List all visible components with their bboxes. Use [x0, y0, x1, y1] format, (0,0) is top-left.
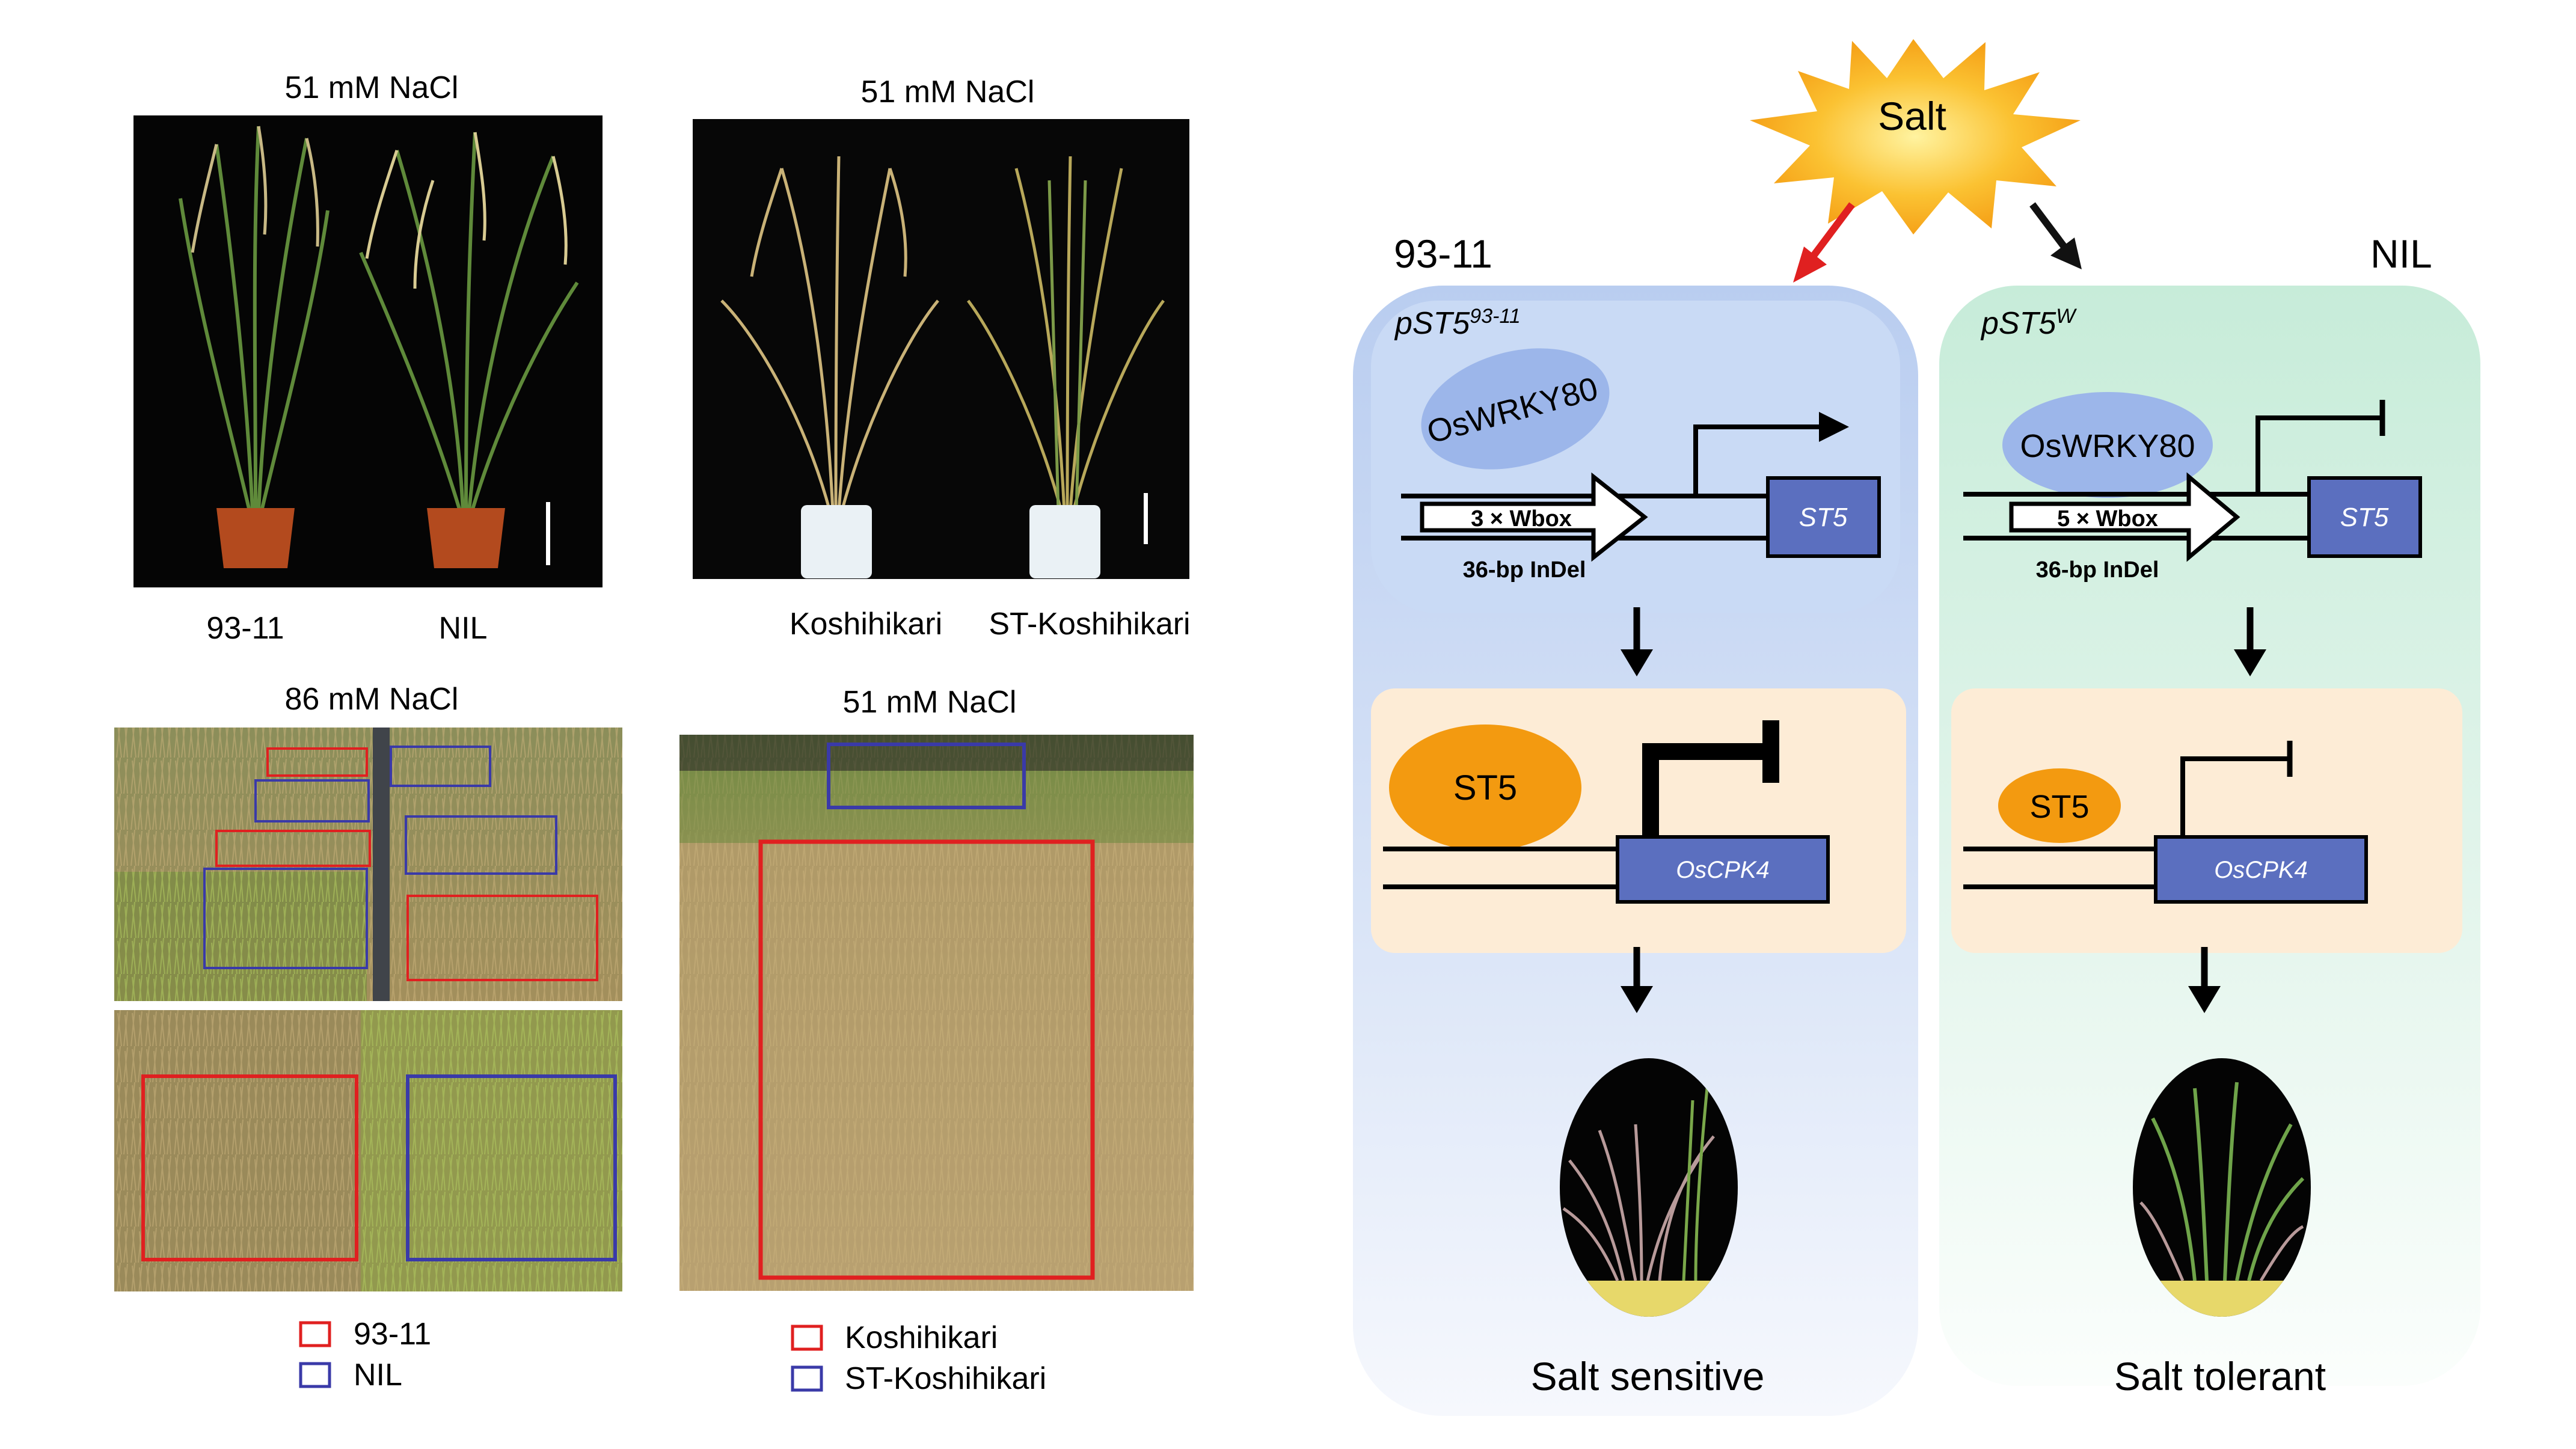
down-arrow-right-1 [2234, 607, 2266, 676]
legend-swatch-93-11 [299, 1321, 331, 1347]
panel-top-left-title: 51 mM NaCl [285, 70, 459, 105]
weak-repression-promoter-right [2256, 400, 2385, 494]
scale-bar [546, 502, 550, 565]
repressor-label-right: ST5 [2029, 789, 2089, 825]
legend-label-koshihikari: Koshihikari [845, 1320, 998, 1355]
indel-label-right: 36-bp InDel [2036, 557, 2159, 583]
promoter-name-left: pST593-11 [1394, 305, 1521, 341]
tf-label-right: OsWRKY80 [2020, 428, 2195, 464]
pot-93-11 [216, 508, 295, 568]
repressor-label-left: ST5 [1453, 768, 1517, 807]
weak-repression-right [2180, 741, 2293, 837]
tf-oswrky80-left [1421, 348, 1610, 470]
label-st-koshihikari: ST-Koshihikari [989, 607, 1190, 642]
outcome-label-left: Salt sensitive [1531, 1354, 1765, 1398]
outcome-label-right: Salt tolerant [2114, 1354, 2326, 1398]
down-arrow-right-2 [2188, 947, 2221, 1013]
salt-arrow-left [1793, 202, 1855, 283]
tf-oswrky80-right [2002, 392, 2213, 498]
legend-label-st-koshihikari: ST-Koshihikari [845, 1361, 1046, 1396]
legend-swatch-st-koshihikari [791, 1365, 823, 1392]
strong-repression-left [1642, 720, 1779, 837]
panel-top-right-title: 51 mM NaCl [861, 75, 1035, 109]
gene-box-st5-right [2307, 476, 2422, 558]
target-gene-label-left: OsCPK4 [1676, 857, 1770, 883]
wbox-label-right: 5 × Wbox [2057, 506, 2158, 532]
legend-label-nil: NIL [354, 1358, 402, 1392]
legend-right: Koshihikari ST-Koshihikari [791, 1320, 1046, 1396]
target-gene-box-left [1616, 835, 1830, 904]
wbox-arrow-right [2009, 472, 2240, 562]
pot-st-koshihikari [1029, 505, 1100, 578]
genotype-label-left: 93-11 [1394, 231, 1492, 276]
repressor-st5-left [1389, 724, 1581, 851]
genotype-label-right: NIL [2370, 231, 2432, 276]
label-nil: NIL [439, 611, 488, 646]
salt-star-icon [1750, 39, 2081, 234]
down-arrow-left-1 [1621, 607, 1653, 676]
photo-93-11-vs-nil [133, 115, 603, 587]
down-arrow-left-2 [1621, 947, 1653, 1013]
field-photo-51mM [679, 735, 1194, 1291]
legend-label-93-11: 93-11 [354, 1317, 431, 1352]
legend-swatch-koshihikari [791, 1325, 823, 1351]
panel-bottom-right-title: 51 mM NaCl [843, 685, 1017, 720]
label-koshihikari: Koshihikari [790, 607, 942, 642]
repressor-st5-right [1998, 768, 2121, 843]
field-photo-86mM-overview [114, 728, 622, 1001]
pot-nil [427, 508, 505, 568]
legend-swatch-nil [299, 1362, 331, 1388]
target-gene-label-right: OsCPK4 [2214, 857, 2308, 883]
scale-bar [1144, 493, 1148, 544]
photo-koshihikari-vs-st-koshihikari [693, 119, 1189, 579]
panel-bottom-left-title: 86 mM NaCl [285, 682, 459, 717]
gene-label-st5-right: ST5 [2340, 503, 2389, 532]
salt-arrow-right [2029, 202, 2082, 269]
promoter-name-right: pST5W [1980, 305, 2077, 341]
stimulus-label: Salt [1878, 94, 1946, 138]
gene-label-st5-left: ST5 [1799, 503, 1848, 532]
pot-koshihikari [801, 505, 872, 578]
label-93-11: 93-11 [206, 611, 284, 646]
field-photo-86mM-closeup [114, 1010, 622, 1291]
target-gene-box-right [2154, 835, 2368, 904]
indel-label-left: 36-bp InDel [1463, 557, 1586, 583]
transcription-arrow-left [1693, 412, 1849, 496]
wbox-label-left: 3 × Wbox [1471, 506, 1572, 532]
legend-left: 93-11 NIL [299, 1317, 431, 1392]
gene-box-st5-left [1766, 476, 1881, 558]
wbox-arrow-left [1420, 472, 1648, 562]
